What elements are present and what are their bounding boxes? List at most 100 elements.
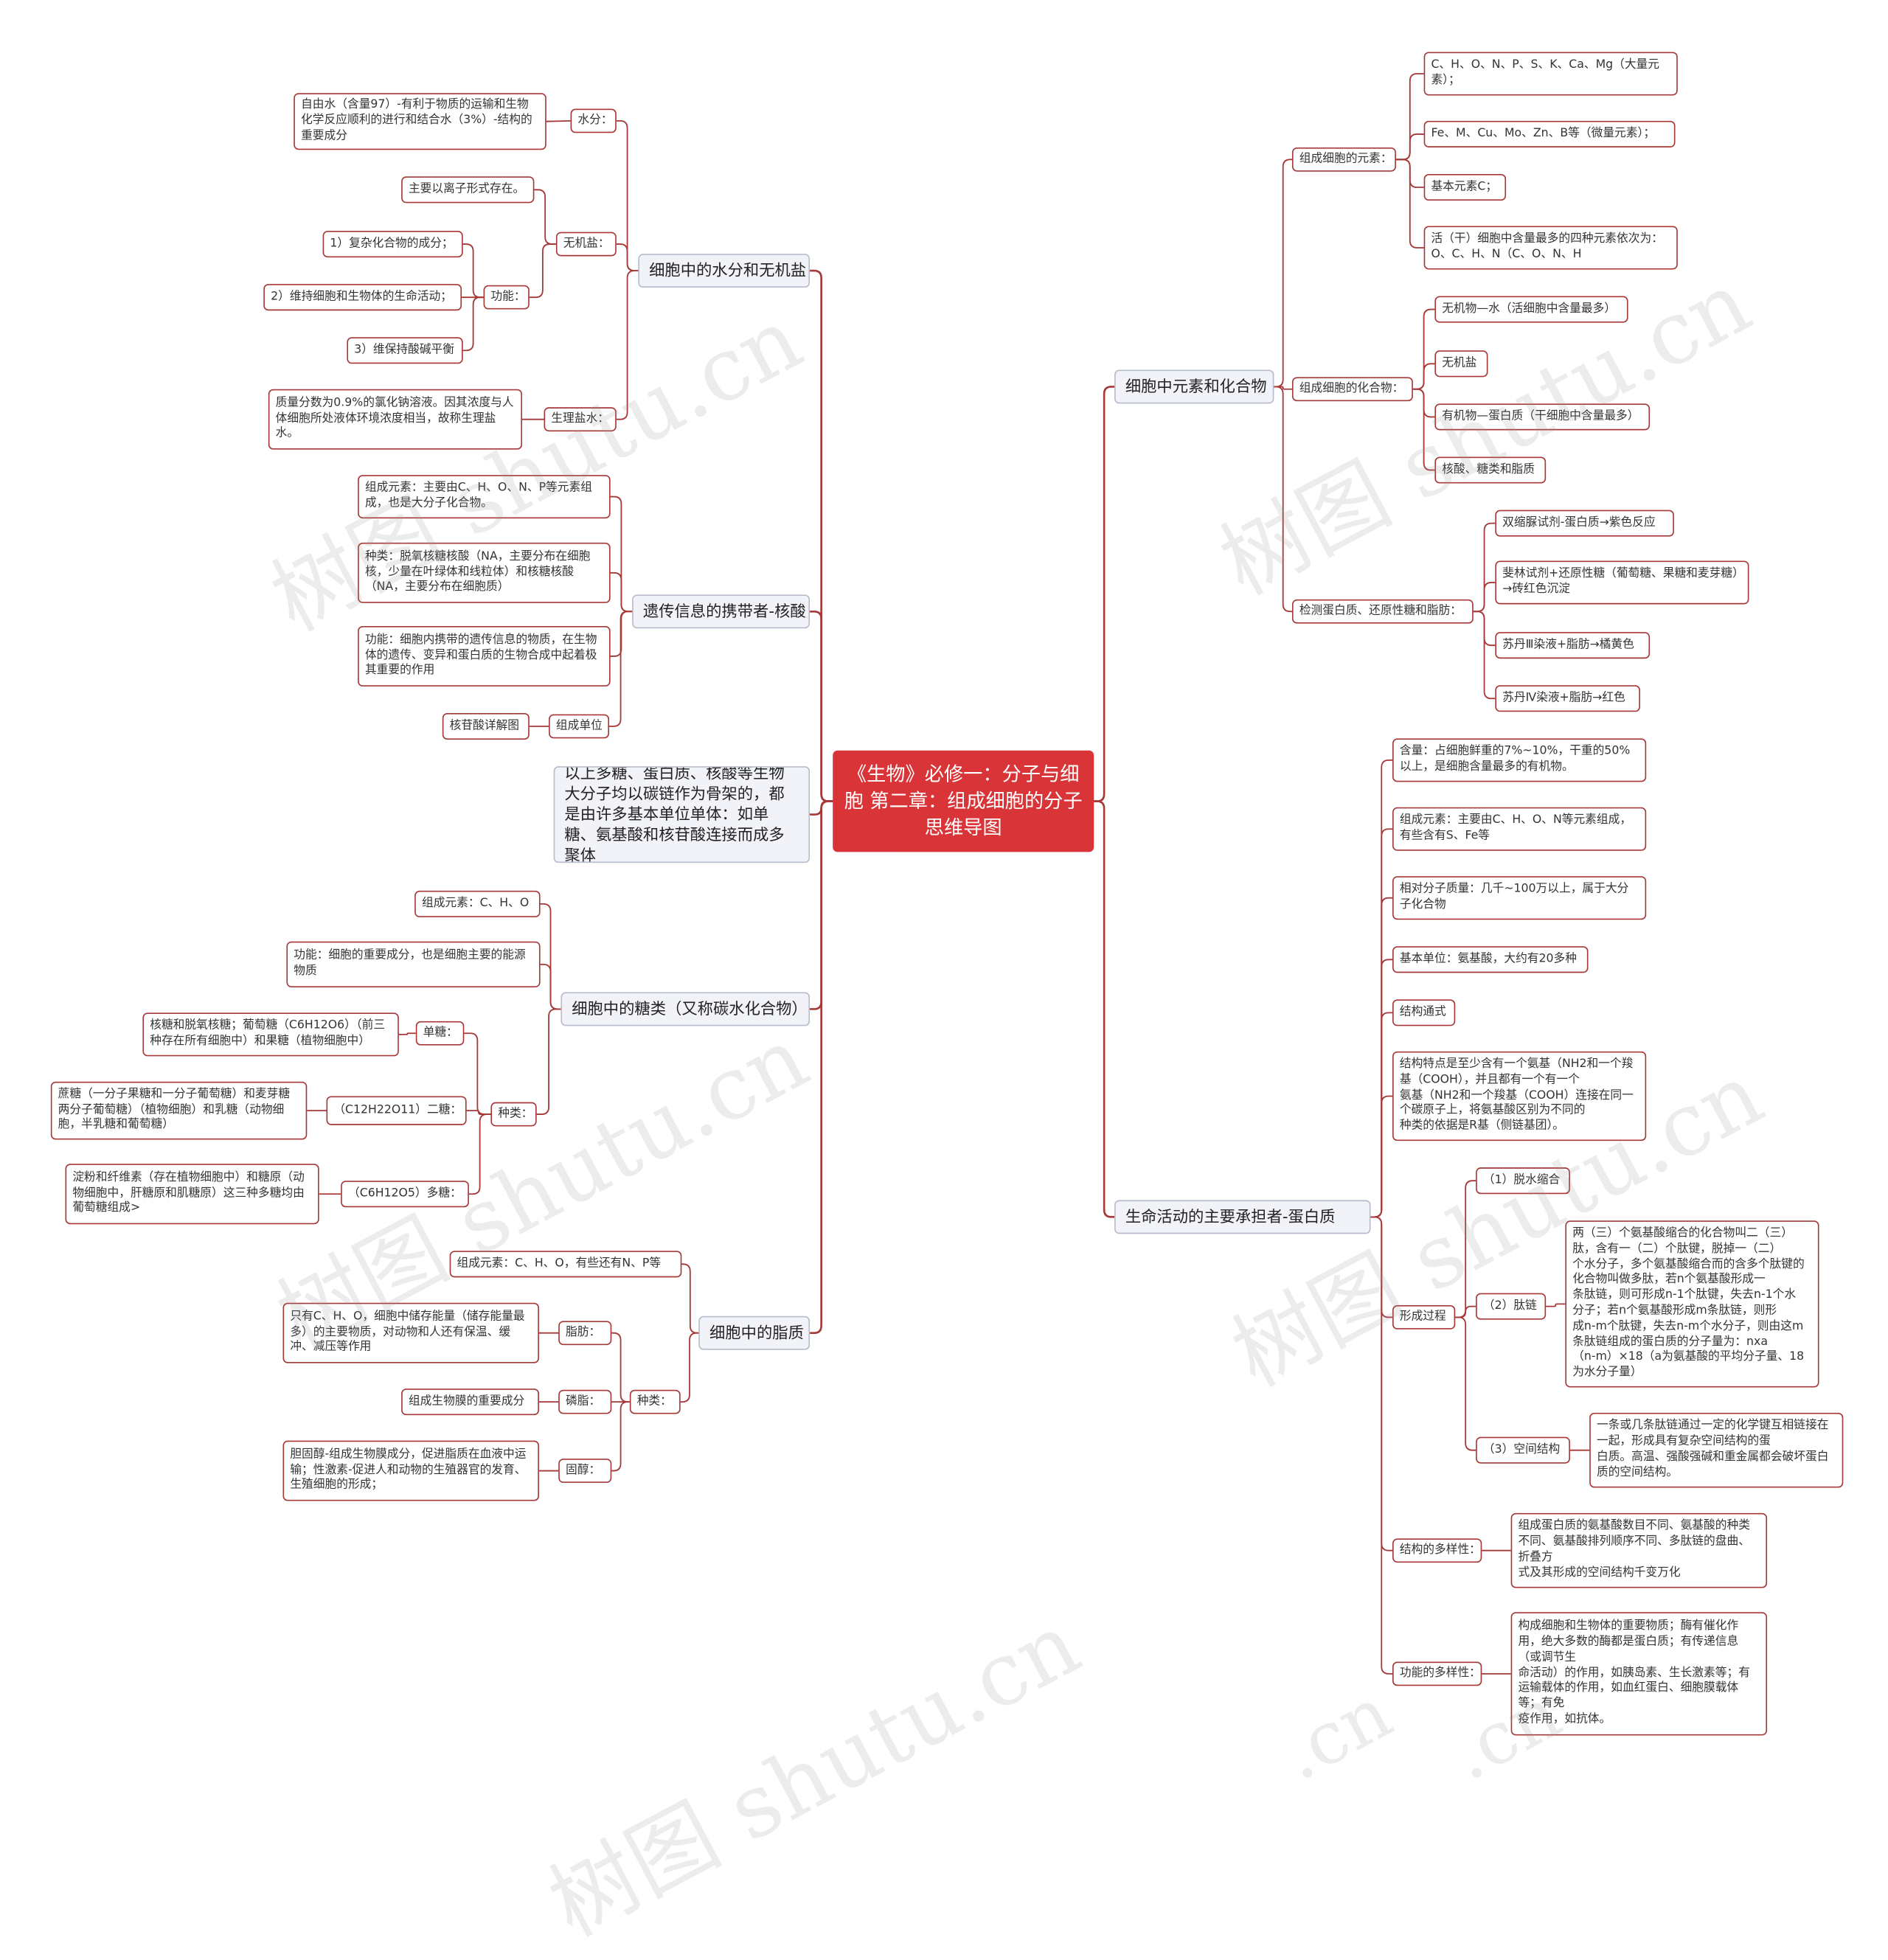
node-l-na-4[interactable]: 组成单位 xyxy=(549,714,610,739)
node-r-prot-9a[interactable]: 构成细胞和生物体的重要物质；酶有催化作用，绝大多数的酶都是蛋白质；有传递信息（或… xyxy=(1510,1612,1768,1736)
node-l-lipid[interactable]: 细胞中的脂质 xyxy=(698,1316,811,1350)
node-r-elem-3c[interactable]: 苏丹Ⅲ染液+脂肪→橘黄色 xyxy=(1495,632,1651,659)
connector xyxy=(398,1032,416,1035)
node-label: 生命活动的主要承担者-蛋白质 xyxy=(1125,1208,1336,1226)
node-r-prot-1[interactable]: 含量：占细胞鲜重的7%~10%，干重的50%以上，是细胞含量最多的有机物。 xyxy=(1392,738,1647,782)
connector xyxy=(536,1008,561,1115)
node-l-lipid-2c1[interactable]: 胆固醇-组成生物膜成分，促进脂质在血液中运输；性激素-促进人和动物的生殖器官的发… xyxy=(282,1440,539,1501)
node-r-prot-7[interactable]: 形成过程 xyxy=(1392,1305,1456,1330)
connector xyxy=(681,1263,699,1334)
node-r-elem-2[interactable]: 组成细胞的化合物： xyxy=(1291,377,1413,402)
node-r-elem-2b[interactable]: 无机盐 xyxy=(1434,350,1488,378)
node-r-elem-1b[interactable]: Fe、M、Cu、Mo、Zn、B等（微量元素）； xyxy=(1423,120,1676,147)
node-l-sugar-3c1[interactable]: 淀粉和纤维素（存在植物细胞中）和糖原（动物细胞中，肝糖原和肌糖原）这三种多糖均由… xyxy=(65,1164,319,1225)
connector xyxy=(468,1113,491,1195)
node-l-carbon[interactable]: 以上多糖、蛋白质、核酸等生物大分子均以碳链作为骨架的，都是由许多基本单位单体：如… xyxy=(553,766,811,863)
node-l-sugar-3[interactable]: 种类： xyxy=(490,1102,537,1127)
node-l-lipid-2b[interactable]: 磷脂： xyxy=(558,1389,612,1414)
node-l-lipid-2a1[interactable]: 只有C、H、O，细胞中储存能量（储存能量最多）的主要物质，对动物和人还有保温、缓… xyxy=(282,1302,539,1363)
node-l-sugar-3b[interactable]: （C12H22O11）二糖： xyxy=(326,1096,467,1125)
node-r-elem-1[interactable]: 组成细胞的元素： xyxy=(1291,147,1396,172)
node-l-lipid-2a[interactable]: 脂肪： xyxy=(558,1321,612,1346)
node-l-lipid-2b1[interactable]: 组成生物膜的重要成分 xyxy=(401,1389,539,1416)
node-r-prot-3[interactable]: 相对分子质量：几千~100万以上，属于大分子化合物 xyxy=(1392,876,1647,920)
node-l-water-b[interactable]: 无机盐： xyxy=(555,232,617,257)
node-l-lipid-2[interactable]: 种类： xyxy=(629,1389,681,1414)
node-l-lipid-1[interactable]: 组成元素：C、H、O，有些还有N、P等 xyxy=(449,1251,682,1278)
node-label: 组成元素：主要由C、H、O、N等元素组成，有些含有S、Fe等 xyxy=(1399,813,1632,843)
node-l-sugar-1[interactable]: 组成元素：C、H、O xyxy=(414,890,541,917)
node-r-prot[interactable]: 生命活动的主要承担者-蛋白质 xyxy=(1114,1200,1371,1234)
connector xyxy=(1395,133,1424,161)
node-label: 结构的多样性： xyxy=(1399,1543,1481,1557)
node-l-na-2[interactable]: 种类：脱氧核糖核酸（NA，主要分布在细胞核，少量在叶绿体和线粒体）和核糖核酸（N… xyxy=(358,542,611,603)
node-r-prot-5[interactable]: 结构通式 xyxy=(1392,999,1456,1026)
node-l-water-b2[interactable]: 功能： xyxy=(483,285,530,310)
node-r-prot-7b[interactable]: （2）肽链 xyxy=(1476,1293,1547,1320)
node-label: 组成细胞的化合物： xyxy=(1299,381,1404,395)
node-r-elem-2d[interactable]: 核酸、糖类和脂质 xyxy=(1434,456,1547,484)
node-l-sugar[interactable]: 细胞中的糖类（又称碳水化合物） xyxy=(560,992,811,1026)
node-l-water[interactable]: 细胞中的水分和无机盐 xyxy=(638,254,811,288)
node-l-sugar-3b1[interactable]: 蔗糖（一分子果糖和一分子葡萄糖）和麦芽糖两分子葡萄糖）（植物细胞）和乳糖（动物细… xyxy=(50,1081,308,1140)
node-r-prot-7b1[interactable]: 两（三）个氨基酸缩合的化合物叫二（三）肽，含有一（二）个肽键，脱掉一（二） 个水… xyxy=(1565,1220,1819,1388)
node-label: 苏丹Ⅳ染液+脂肪→红色 xyxy=(1502,690,1625,704)
node-l-water-a1[interactable]: 自由水（含量97）-有利于物质的运输和生物化学反应顺利的进行和结合水（3%）-结… xyxy=(294,93,546,150)
node-r-prot-4[interactable]: 基本单位：氨基酸，大约有20多种 xyxy=(1392,946,1589,973)
node-r-elem-2a[interactable]: 无机物—水（活细胞中含量最多） xyxy=(1434,296,1628,323)
node-r-prot-2[interactable]: 组成元素：主要由C、H、O、N等元素组成，有些含有S、Fe等 xyxy=(1392,807,1647,851)
connector xyxy=(462,243,484,299)
node-label: 2）维持细胞和生物体的生命活动； xyxy=(271,289,452,303)
node-r-elem-1a[interactable]: C、H、O、N、P、S、K、Ca、Mg（大量元素）； xyxy=(1423,52,1678,96)
connector xyxy=(462,296,484,352)
node-label: 胆固醇-组成生物膜成分，促进脂质在血液中运输；性激素-促进人和动物的生殖器官的发… xyxy=(290,1448,527,1492)
node-label: 功能： xyxy=(490,289,526,303)
node-r-elem-1d[interactable]: 活（干）细胞中含量最多的四种元素依次为：O、C、H、N（C、O、N、H xyxy=(1423,226,1678,270)
node-l-water-b2b[interactable]: 2）维持细胞和生物体的生命活动； xyxy=(263,284,462,311)
node-r-elem-3d[interactable]: 苏丹Ⅳ染液+脂肪→红色 xyxy=(1495,685,1640,712)
connector xyxy=(1455,1316,1476,1451)
node-label: 双缩脲试剂-蛋白质→紫色反应 xyxy=(1502,515,1656,529)
connector xyxy=(464,1032,491,1115)
node-label: （2）肽链 xyxy=(1482,1299,1537,1313)
node-l-sugar-3c[interactable]: （C6H12O5）多糖： xyxy=(341,1181,469,1208)
node-l-water-b2a[interactable]: 1）复杂化合物的成分； xyxy=(322,231,463,258)
node-l-sugar-3a[interactable]: 单糖： xyxy=(415,1021,465,1046)
node-r-elem-2c[interactable]: 有机物—蛋白质（干细胞中含量最多） xyxy=(1434,403,1651,431)
node-label: 有机物—蛋白质（干细胞中含量最多） xyxy=(1442,409,1639,423)
node-label: 含量：占细胞鲜重的7%~10%，干重的50%以上，是细胞含量最多的有机物。 xyxy=(1399,744,1631,774)
node-label: 组成元素：C、H、O xyxy=(421,896,530,910)
node-r-prot-7c1[interactable]: 一条或几条肽链通过一定的化学键互相链接在一起，形成具有复杂空间结构的蛋 白质。高… xyxy=(1589,1412,1844,1488)
node-l-water-c1[interactable]: 质量分数为0.9%的氯化钠溶液。因其浓度与人体细胞所处液体环境浓度相当，故称生理… xyxy=(268,389,523,450)
node-r-prot-6[interactable]: 结构特点是至少含有一个氨基（NH2和一个羧基（COOH），并且都有一个有一个 氨… xyxy=(1392,1051,1647,1141)
node-l-sugar-3a1[interactable]: 核糖和脱氧核糖；葡萄糖（C6H12O6）（前三种存在所有细胞中）和果糖（植物细胞… xyxy=(142,1012,399,1057)
node-l-na-3[interactable]: 功能：细胞内携带的遗传信息的物质，在生物体的遗传、变异和蛋白质的生物合成中起着极… xyxy=(358,625,611,687)
node-l-water-b2c[interactable]: 3）维保持酸碱平衡 xyxy=(347,337,463,364)
node-r-prot-8a[interactable]: 组成蛋白质的氨基酸数目不同、氨基酸的种类不同、氨基酸排列顺序不同、多肽链的盘曲、… xyxy=(1510,1512,1768,1588)
node-r-prot-7a[interactable]: （1）脱水缩合 xyxy=(1476,1167,1570,1195)
node-label: 固醇： xyxy=(566,1463,601,1477)
node-l-water-a[interactable]: 水分： xyxy=(570,108,617,133)
node-label: 只有C、H、O，细胞中储存能量（储存能量最多）的主要物质，对动物和人还有保温、缓… xyxy=(290,1310,525,1355)
connector xyxy=(1455,1305,1476,1318)
node-l-na-4a[interactable]: 核苷酸详解图 xyxy=(442,712,530,740)
node-l-water-b1[interactable]: 主要以离子形式存在。 xyxy=(401,176,535,204)
node-root[interactable]: 《生物》必修一：分子与细胞 第二章：组成细胞的分子思维导图 xyxy=(833,750,1094,852)
node-l-na-1[interactable]: 组成元素：主要由C、H、O、N、P等元素组成，也是大分子化合物。 xyxy=(358,475,611,519)
node-r-elem-3b[interactable]: 斐林试剂+还原性糖（葡萄糖、果糖和麦芽糖）→砖红色沉淀 xyxy=(1495,560,1749,605)
node-label: 组成元素：主要由C、H、O、N、P等元素组成，也是大分子化合物。 xyxy=(364,481,592,510)
node-r-prot-7c[interactable]: （3）空间结构 xyxy=(1476,1436,1570,1464)
node-r-elem-1c[interactable]: 基本元素C； xyxy=(1423,174,1507,201)
node-l-lipid-2c[interactable]: 固醇： xyxy=(558,1459,612,1483)
node-r-prot-8[interactable]: 结构的多样性： xyxy=(1392,1538,1482,1563)
node-r-elem-3[interactable]: 检测蛋白质、还原性糖和脂肪： xyxy=(1291,599,1474,624)
node-r-prot-9[interactable]: 功能的多样性： xyxy=(1392,1661,1482,1686)
node-label: 构成细胞和生物体的重要物质；酶有催化作用，绝大多数的酶都是蛋白质；有传递信息（或… xyxy=(1518,1619,1750,1726)
connector xyxy=(680,1332,699,1403)
node-l-water-c[interactable]: 生理盐水： xyxy=(544,407,617,432)
node-l-na[interactable]: 遗传信息的携带者-核酸 xyxy=(632,594,811,629)
node-l-sugar-2[interactable]: 功能：细胞的重要成分，也是细胞主要的能源物质 xyxy=(286,941,541,987)
node-label: 种类：脱氧核糖核酸（NA，主要分布在细胞核，少量在叶绿体和线粒体）和核糖核酸（N… xyxy=(364,549,591,594)
node-r-elem-3a[interactable]: 双缩脲试剂-蛋白质→紫色反应 xyxy=(1495,510,1674,537)
node-r-elem[interactable]: 细胞中元素和化合物 xyxy=(1114,369,1274,404)
